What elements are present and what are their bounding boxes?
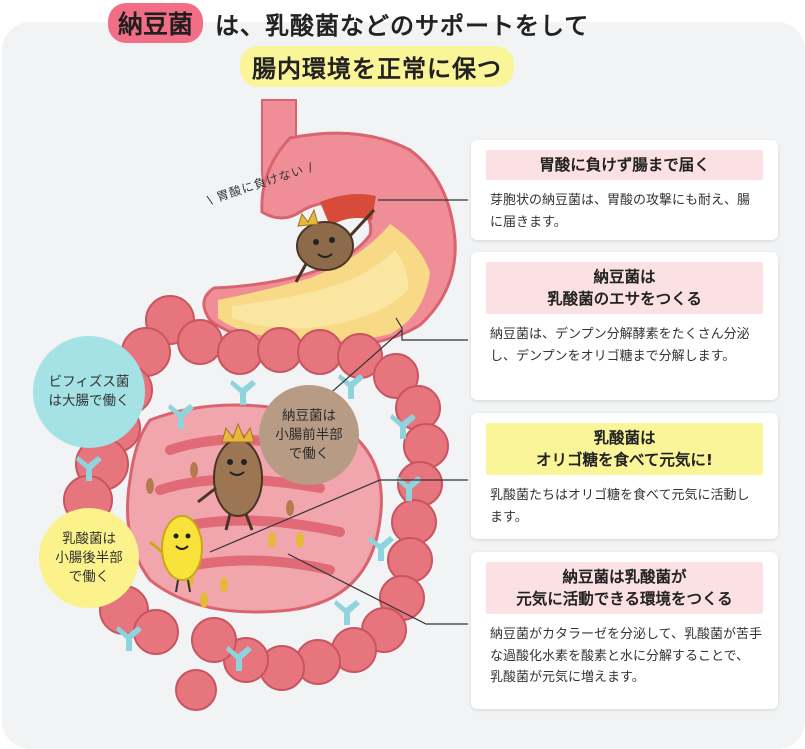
lactic-small-intestine-bubble: 乳酸菌は 小腸後半部 で働く (39, 508, 139, 608)
bifidus-bubble: ビフィズス菌 は大腸で働く (33, 336, 145, 448)
card-1-title: 胃酸に負けず腸まで届く (486, 150, 763, 180)
bifidus-particles (76, 374, 422, 671)
header-line-2: 腸内環境を正常に保つ (240, 45, 514, 87)
card-1-body: 芽胞状の納豆菌は、胃酸の攻撃にも耐え、腸に届きます。 (490, 193, 751, 230)
card-4: 納豆菌は乳酸菌が 元気に活動できる環境をつくる 納豆菌がカタラーゼを分泌して、乳… (471, 552, 778, 709)
card-4-body: 納豆菌がカタラーゼを分泌して、乳酸菌が苦手な過酸化水素を酸素と水に分解することで… (490, 627, 762, 685)
header-line-1-text: は、乳酸菌などのサポートをして (215, 11, 590, 40)
card-1: 胃酸に負けず腸まで届く 芽胞状の納豆菌は、胃酸の攻撃にも耐え、腸に届きます。 (471, 140, 778, 240)
header-line-2-text: 腸内環境を正常に保つ (240, 45, 514, 87)
card-4-title: 納豆菌は乳酸菌が 元気に活動できる環境をつくる (486, 562, 763, 614)
leader-line-3 (209, 479, 468, 553)
card-2-title: 納豆菌は 乳酸菌のエサをつくる (486, 262, 763, 314)
natto-character-stomach (294, 208, 376, 283)
header-highlight: 納豆菌 (108, 3, 204, 43)
cape (320, 194, 376, 226)
card-2-body: 納豆菌は、デンプン分解酵素をたくさん分泌し、デンプンをオリゴ糖まで分解します。 (490, 327, 750, 364)
leader-line-2 (395, 317, 468, 341)
leader-line-4 (287, 553, 468, 625)
card-2: 納豆菌は 乳酸菌のエサをつくる 納豆菌は、デンプン分解酵素をたくさん分泌し、デン… (471, 252, 778, 400)
natto-small-intestine-bubble: 納豆菌は 小腸前半部 で働く (259, 385, 359, 485)
card-3-title: 乳酸菌は オリゴ糖を食べて元気に! (486, 423, 763, 475)
header-line-1: 納豆菌 は、乳酸菌などのサポートをして (108, 3, 589, 43)
natto-character-intestine (197, 422, 263, 531)
lactic-character (149, 515, 203, 593)
card-3-body: 乳酸菌たちはオリゴ糖を食べて元気に活動します。 (490, 488, 750, 525)
card-3: 乳酸菌は オリゴ糖を食べて元気に! 乳酸菌たちはオリゴ糖を食べて元気に活動します… (471, 413, 778, 539)
